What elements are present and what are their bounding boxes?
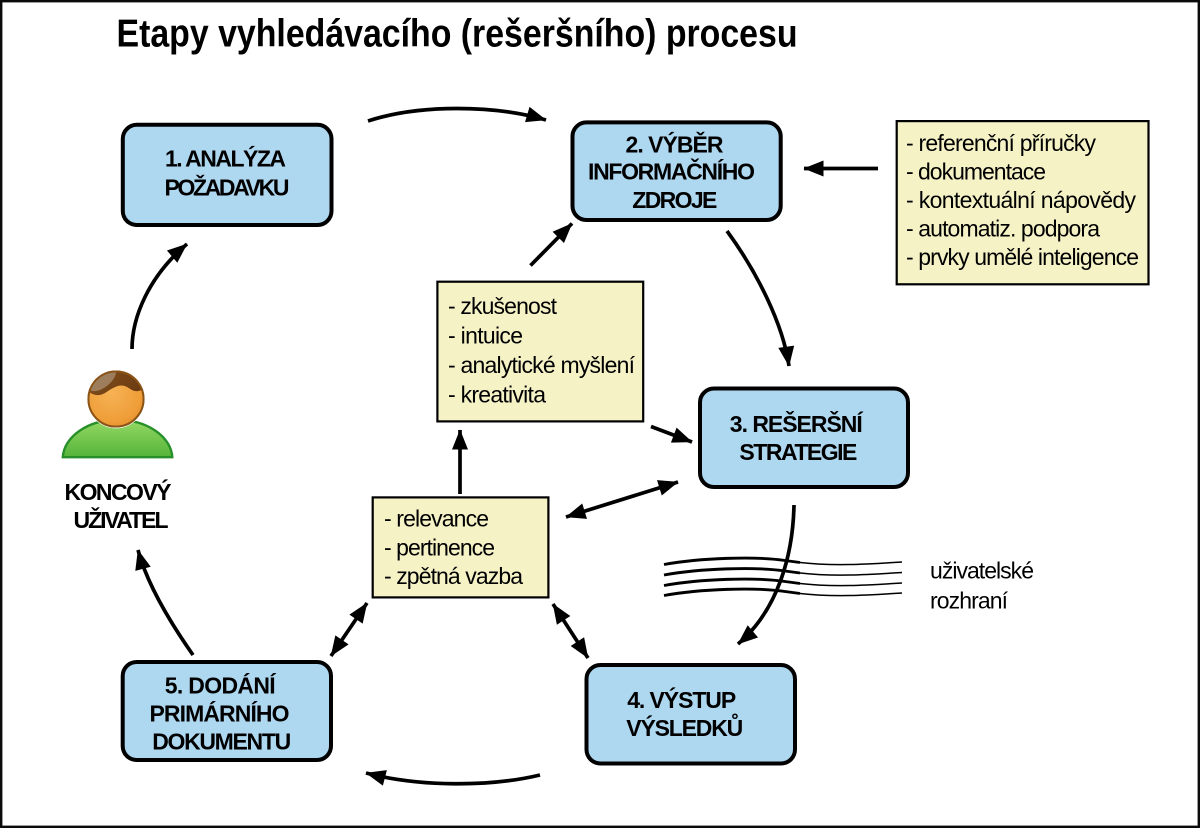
svg-text:Etapy vyhledávacího (rešeršníh: Etapy vyhledávacího (rešeršního) procesu (117, 13, 798, 56)
svg-text:- relevance: - relevance (384, 506, 489, 532)
svg-text:- kontextuální nápovědy: - kontextuální nápovědy (906, 187, 1137, 213)
svg-text:- automatiz. podpora: - automatiz. podpora (906, 216, 1100, 242)
svg-text:- intuice: - intuice (448, 323, 523, 349)
svg-text:VÝSLEDKŮ: VÝSLEDKŮ (626, 712, 743, 741)
svg-text:- analytické myšlení: - analytické myšlení (448, 352, 636, 378)
svg-text:- pertinence: - pertinence (384, 535, 495, 561)
svg-text:2. VÝBĚR: 2. VÝBĚR (626, 130, 724, 157)
svg-text:4. VÝSTUP: 4. VÝSTUP (627, 686, 736, 713)
svg-text:UŽIVATEL: UŽIVATEL (74, 506, 169, 533)
svg-text:KONCOVÝ: KONCOVÝ (65, 478, 172, 505)
svg-text:ZDROJE: ZDROJE (632, 187, 717, 213)
svg-text:- zkušenost: - zkušenost (448, 293, 558, 319)
svg-text:DOKUMENTU: DOKUMENTU (152, 729, 291, 755)
svg-text:1. ANALÝZA: 1. ANALÝZA (165, 145, 286, 172)
svg-text:- zpětná vazba: - zpětná vazba (384, 563, 523, 589)
svg-text:- kreativita: - kreativita (448, 382, 546, 408)
svg-text:- prvky umělé inteligence: - prvky umělé inteligence (906, 244, 1139, 270)
svg-text:uživatelské: uživatelské (930, 558, 1034, 584)
svg-text:3. REŠERŠNÍ: 3. REŠERŠNÍ (730, 410, 864, 437)
svg-text:STRATEGIE: STRATEGIE (739, 439, 857, 465)
svg-text:5. DODÁNÍ: 5. DODÁNÍ (165, 672, 277, 699)
svg-text:POŽADAVKU: POŽADAVKU (165, 174, 290, 201)
svg-text:rozhraní: rozhraní (930, 588, 1009, 614)
svg-text:- dokumentace: - dokumentace (906, 159, 1046, 185)
svg-text:- referenční příručky: - referenční příručky (906, 130, 1097, 156)
svg-text:PRIMÁRNÍHO: PRIMÁRNÍHO (150, 700, 290, 727)
svg-text:INFORMAČNÍHO: INFORMAČNÍHO (588, 157, 755, 184)
